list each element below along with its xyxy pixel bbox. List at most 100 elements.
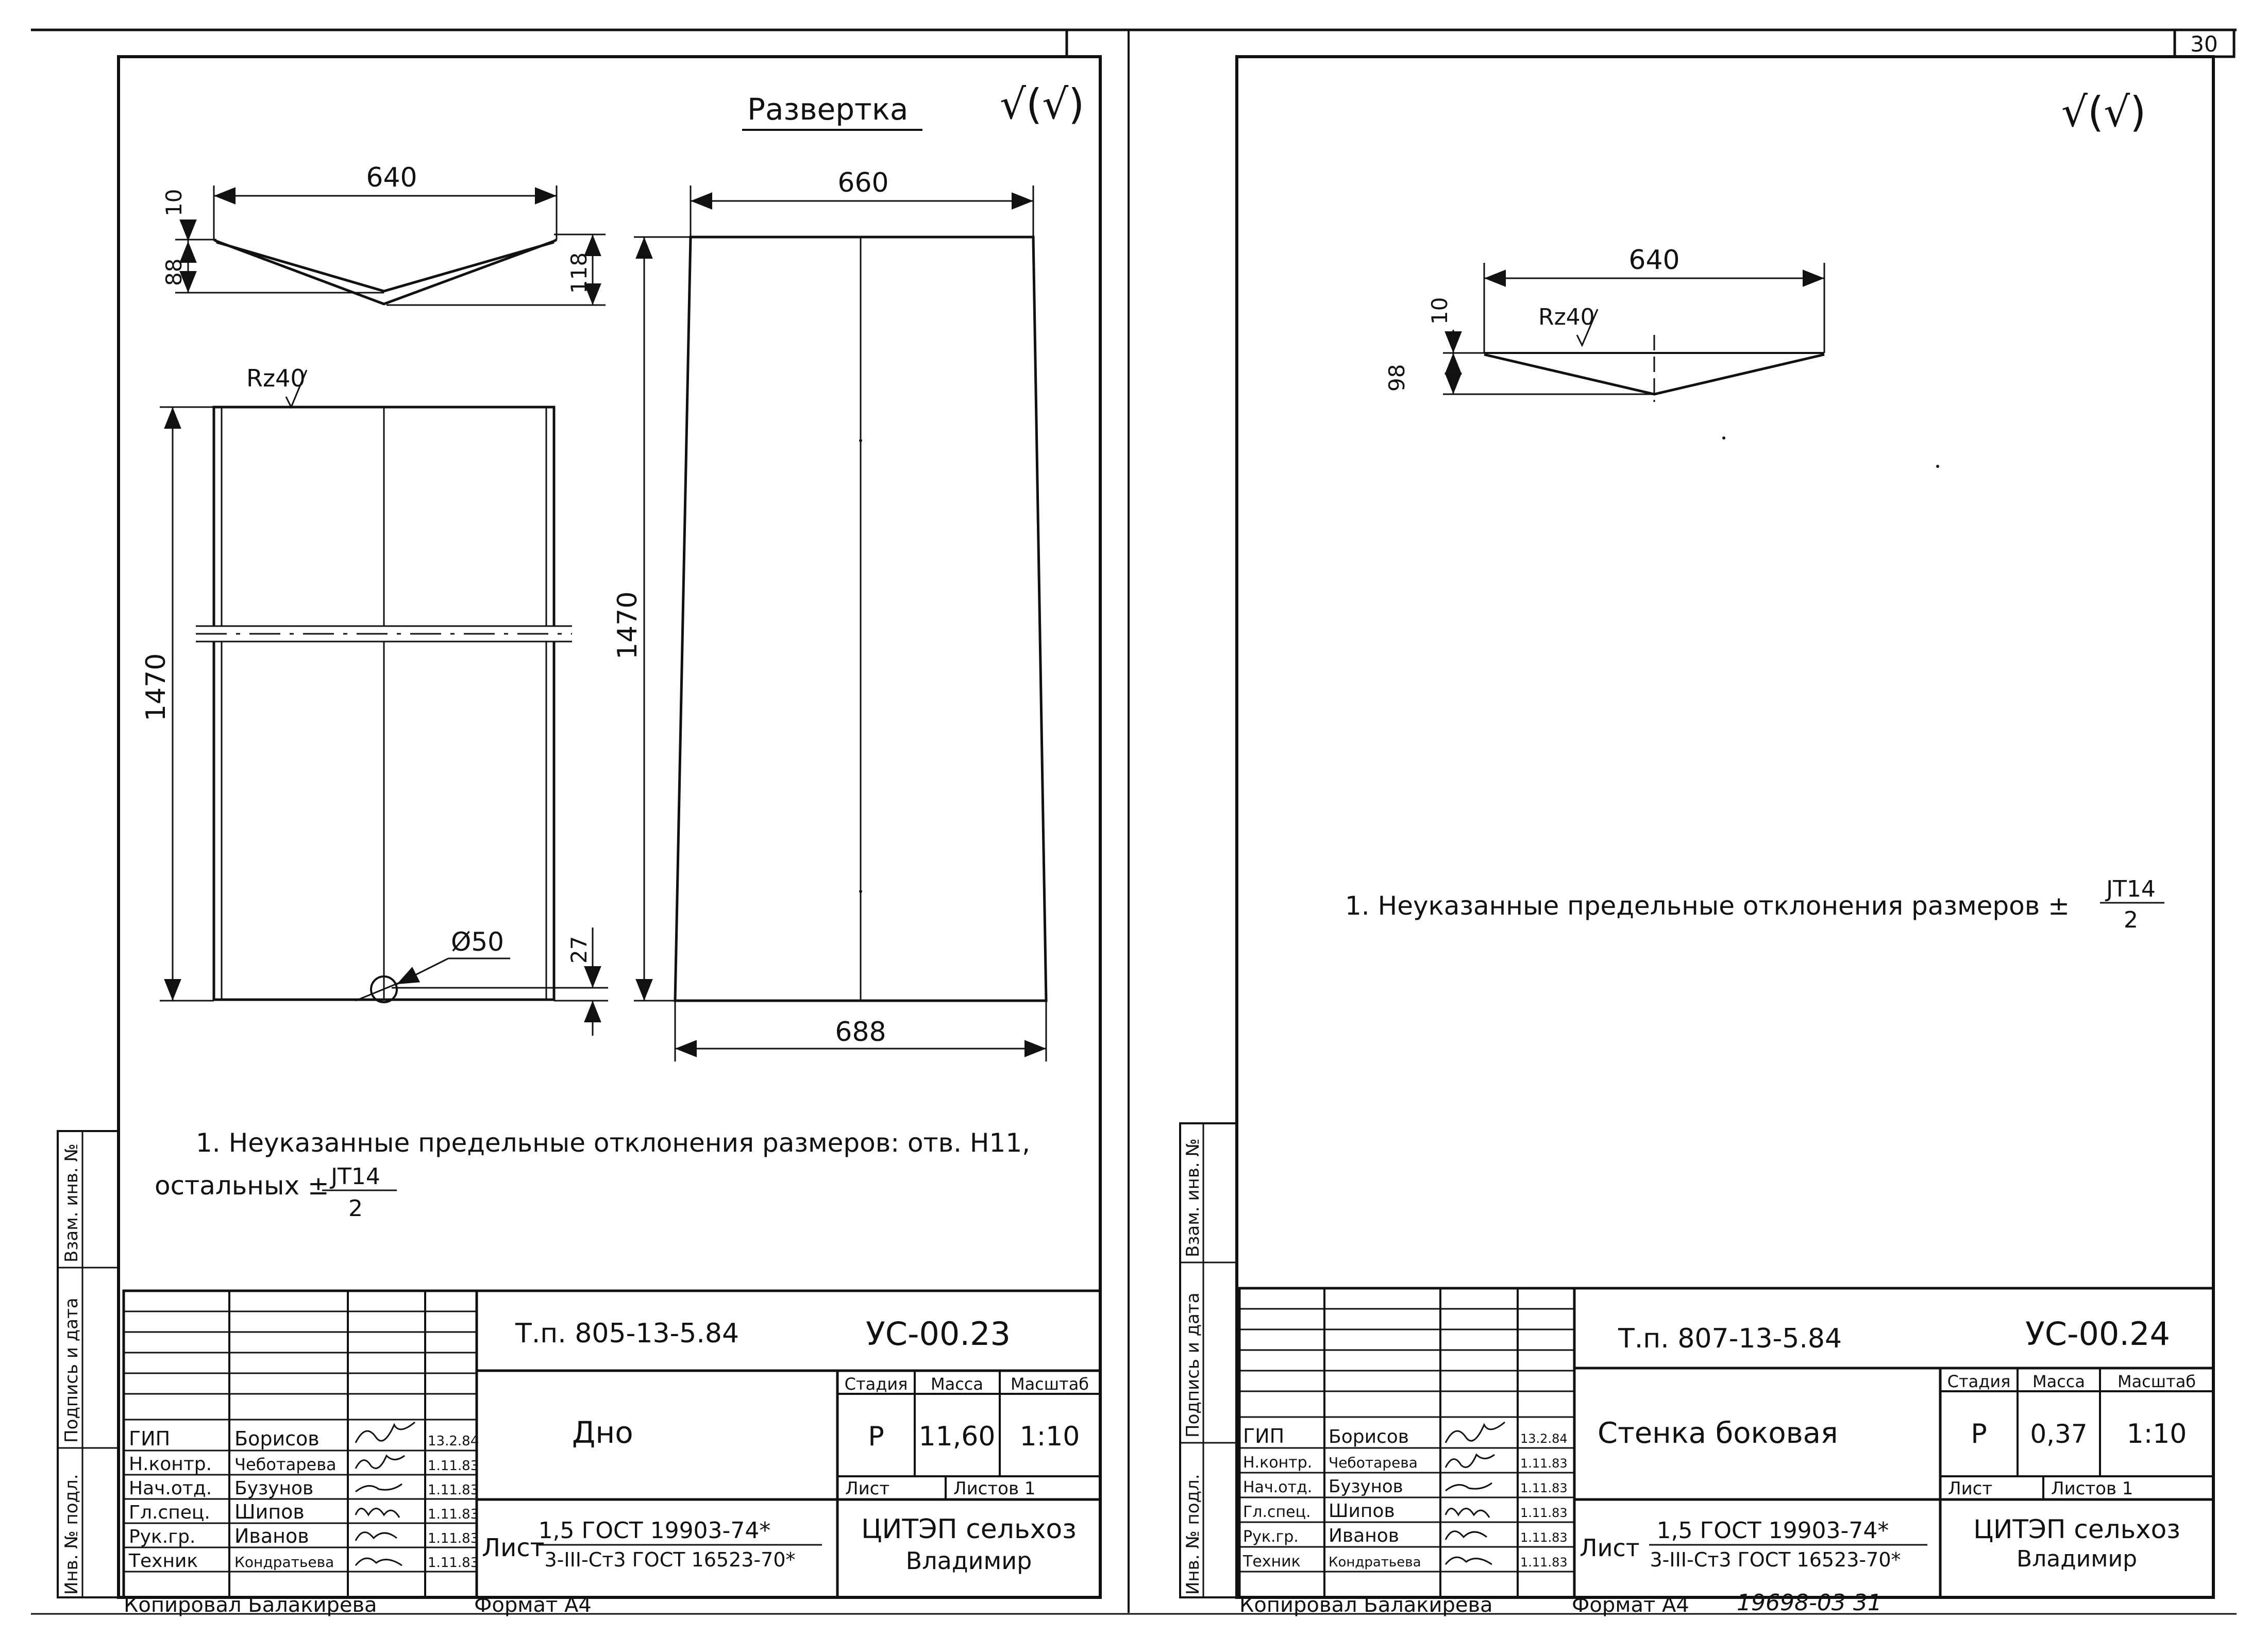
dim-688: 688	[835, 1017, 886, 1048]
signer-date: 13.2.84	[1520, 1431, 1568, 1446]
signer-role: Рук.гр.	[129, 1526, 195, 1547]
stage-value-left: Р	[868, 1421, 884, 1452]
signer-role: Техник	[128, 1550, 198, 1572]
note-left-line1: 1. Неуказанные предельные отклонения раз…	[196, 1128, 1030, 1158]
dim-hole-diameter: Ø50	[451, 927, 504, 957]
signer-date: 1.11.83	[1520, 1456, 1568, 1471]
signature-scribble	[1445, 1482, 1492, 1492]
side-stamp-right: Инв. № подл. Подпись и дата Взам. инв. №	[1179, 1122, 1238, 1598]
material-prefix-left: Лист	[482, 1533, 545, 1562]
right-sheet-frame	[1235, 55, 2215, 1599]
signer-date: 1.11.83	[1520, 1481, 1568, 1495]
note-right-frac-den: 2	[2124, 907, 2138, 933]
profile-view-right: 640 10 10 98 Rz40	[1384, 245, 1939, 468]
signer-date: 1.11.83	[428, 1531, 479, 1546]
header-stage-left: Стадия	[845, 1374, 908, 1394]
dim-640-left: 640	[366, 162, 417, 193]
part-name-right: Стенка боковая	[1598, 1417, 1838, 1450]
roughness-rz40-left: Rz40	[246, 364, 306, 392]
signature-scribble	[355, 1454, 405, 1469]
hole	[370, 975, 398, 1003]
doc-code-right: Т.п. 807-13-5.84	[1618, 1323, 1842, 1354]
doc-code-left: Т.п. 805-13-5.84	[515, 1318, 739, 1349]
signature-scribble	[355, 1508, 400, 1518]
org-line2-left: Владимир	[906, 1547, 1032, 1575]
signer-name: Шипов	[234, 1501, 305, 1523]
title-block-left: Т.п. 805-13-5.84 УС-00.23 Дно Стадия Мас…	[122, 1289, 1102, 1599]
signer-date: 1.11.83	[428, 1555, 479, 1571]
signer-name: Бузунов	[234, 1478, 313, 1499]
signer-role: ГИП	[1243, 1425, 1284, 1447]
stamp-vzam-right: Взам. инв. №	[1183, 1138, 1203, 1257]
left-sheet-frame	[117, 55, 1102, 1599]
signer-role: Гл.спец.	[1243, 1503, 1311, 1521]
header-mass-right: Масса	[2032, 1372, 2085, 1391]
header-mass-left: Масса	[931, 1374, 983, 1394]
mass-value-right: 0,37	[2030, 1419, 2087, 1449]
signature-scribble	[1444, 1508, 1490, 1518]
signature-scribble	[1444, 1453, 1495, 1468]
signer-date: 1.11.83	[428, 1507, 479, 1522]
roughness-rz40-right: Rz40	[1538, 304, 1595, 330]
footer-copied-right: Копировал Балакирева	[1239, 1593, 1493, 1617]
org-line1-left: ЦИТЭП сельхоз	[861, 1514, 1077, 1545]
note-left-frac-num: JT14	[329, 1164, 380, 1190]
signer-name: Иванов	[234, 1525, 309, 1547]
stamp-vzam-left: Взам. инв. №	[61, 1143, 82, 1262]
dim-1470-left: 1470	[141, 653, 172, 721]
sheet-label-left: Лист	[845, 1478, 889, 1499]
designation-right: УС-00.24	[2025, 1315, 2170, 1353]
signer-role: Н.контр.	[1243, 1454, 1312, 1472]
part-name-left: Дно	[572, 1415, 633, 1450]
signer-name: Иванов	[1329, 1525, 1399, 1546]
org-line2-right: Владимир	[2017, 1546, 2137, 1572]
signer-role: Гл.спец.	[129, 1502, 210, 1523]
signature-scribble	[1444, 1530, 1487, 1540]
signer-name: Чеботарева	[1329, 1454, 1418, 1471]
roughness-symbol-right: √(√)	[2061, 88, 2146, 136]
footer-format-left: Формат А4	[474, 1593, 592, 1617]
profile-view-left: 640 10 88 118	[161, 162, 606, 306]
dim-27: 27	[566, 936, 592, 964]
dim-1470-right: 1470	[612, 592, 643, 660]
signer-date: 1.11.83	[428, 1482, 479, 1498]
roughness-symbol: √(√)	[1000, 80, 1084, 128]
material-prefix-right: Лист	[1580, 1534, 1640, 1562]
signer-role: Н.контр.	[129, 1454, 212, 1475]
header-scale-left: Масштаб	[1011, 1374, 1089, 1394]
signer-role: Нач.отд.	[1243, 1478, 1312, 1496]
stamp-inv-podl-right: Инв. № подл.	[1183, 1474, 1203, 1595]
note-right-frac-num: JT14	[2105, 876, 2156, 902]
signer-date: 13.2.84	[428, 1434, 479, 1449]
header-stage-right: Стадия	[1947, 1372, 2011, 1391]
signer-name: Бузунов	[1329, 1476, 1403, 1497]
title-block-right: Т.п. 807-13-5.84 УС-00.24 Стенка боковая…	[1238, 1287, 2215, 1599]
left-sheet: √(√) Развертка 640 10 88 118 Rz40	[57, 55, 1102, 1617]
stamp-signature-date-right: Подпись и дата	[1183, 1292, 1203, 1438]
mass-value-left: 11,60	[919, 1421, 996, 1452]
stamp-signature-date-left: Подпись и дата	[61, 1297, 82, 1443]
note-right-line1: 1. Неуказанные предельные отклонения раз…	[1345, 891, 2070, 921]
signature-scribble	[355, 1483, 402, 1493]
stamp-inv-podl-left: Инв. № подл.	[61, 1474, 82, 1595]
stage-value-right: Р	[1971, 1419, 1987, 1449]
material-den-left: 3-III-Ст3 ГОСТ 16523-70*	[544, 1548, 795, 1571]
side-stamp-left: Инв. № подл. Подпись и дата Взам. инв. №	[57, 1130, 120, 1598]
right-sheet: √(√) 640 10 10 98 Rz40 1. Неуказанные пр…	[1179, 55, 2215, 1617]
sheets-label-right: Листов 1	[2051, 1478, 2133, 1499]
signer-name: Кондратьева	[234, 1554, 334, 1571]
sheets-label-left: Листов 1	[953, 1478, 1035, 1499]
material-num-right: 1,5 ГОСТ 19903-74*	[1657, 1518, 1889, 1544]
signature-scribble	[1444, 1556, 1492, 1565]
material-den-right: 3-III-Ст3 ГОСТ 16523-70*	[1650, 1548, 1901, 1571]
dim-660: 660	[837, 167, 888, 198]
page-number: 30	[2190, 31, 2217, 57]
header-scale-right: Масштаб	[2118, 1372, 2196, 1391]
signer-role: ГИП	[129, 1427, 170, 1450]
signer-name: Чеботарева	[234, 1455, 337, 1474]
dim-98: 98	[1384, 364, 1409, 392]
dim-10-right-label: 10	[1427, 297, 1452, 325]
unfold-title: Развертка	[747, 92, 908, 127]
material-num-left: 1,5 ГОСТ 19903-74*	[539, 1518, 771, 1544]
